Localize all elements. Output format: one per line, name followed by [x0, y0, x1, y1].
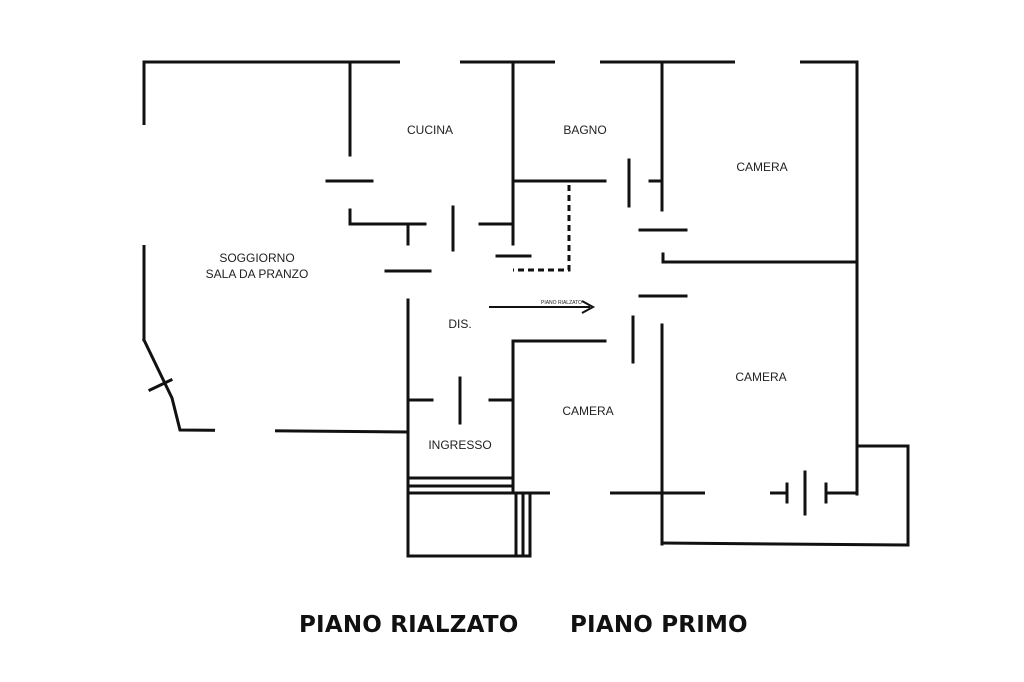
room-label-sala-da-pranzo: SALA DA PRANZO — [206, 267, 309, 281]
floor-title-piano-primo: PIANO PRIMO — [570, 612, 748, 638]
soggiorno-angled-window — [148, 378, 173, 392]
dis-walls — [384, 228, 859, 546]
bagno-walls — [495, 60, 664, 272]
cucina-walls — [325, 60, 515, 252]
floor-title-piano-rialzato: PIANO RIALZATO — [299, 612, 519, 638]
outer-walls — [141, 59, 859, 496]
room-label-camera-top-right: CAMERA — [736, 160, 787, 174]
bottom-walls — [406, 444, 910, 558]
room-label-bagno: BAGNO — [563, 123, 606, 137]
room-label-soggiorno: SOGGIORNO — [219, 251, 294, 265]
room-labels: CUCINA BAGNO CAMERA SOGGIORNO SALA DA PR… — [206, 123, 788, 452]
room-label-camera-mid-right: CAMERA — [735, 370, 786, 384]
room-label-ingresso: INGRESSO — [428, 438, 491, 452]
room-label-camera-center: CAMERA — [562, 404, 613, 418]
room-label-dis: DIS. — [448, 317, 471, 331]
stair-arrow: PIANO RIALZATO — [489, 300, 596, 314]
room-label-cucina: CUCINA — [407, 123, 453, 137]
stair-arrow-label: PIANO RIALZATO — [541, 300, 582, 306]
